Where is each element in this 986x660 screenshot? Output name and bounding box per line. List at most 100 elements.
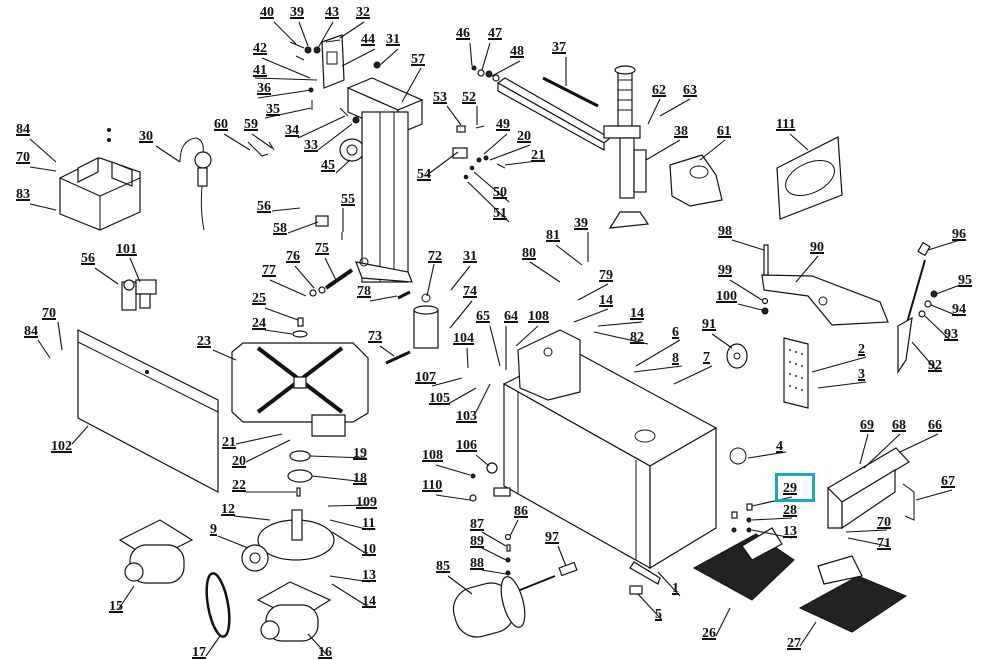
callout-part-69[interactable]: 69: [860, 418, 874, 433]
callout-part-100[interactable]: 100: [716, 289, 737, 304]
callout-part-42[interactable]: 42: [253, 41, 267, 56]
callout-part-13[interactable]: 13: [783, 524, 797, 539]
callout-part-20[interactable]: 20: [232, 454, 246, 469]
callout-part-1[interactable]: 1: [672, 581, 679, 596]
callout-part-106[interactable]: 106: [456, 438, 477, 453]
callout-part-107[interactable]: 107: [415, 370, 436, 385]
callout-part-80[interactable]: 80: [522, 246, 536, 261]
callout-part-32[interactable]: 32: [356, 5, 370, 20]
callout-part-62[interactable]: 62: [652, 83, 666, 98]
callout-part-43[interactable]: 43: [325, 5, 339, 20]
callout-part-111[interactable]: 111: [776, 117, 796, 132]
callout-part-29[interactable]: 29: [783, 481, 797, 496]
callout-part-108[interactable]: 108: [422, 448, 443, 463]
callout-part-9[interactable]: 9: [210, 522, 217, 537]
callout-part-70[interactable]: 70: [877, 515, 891, 530]
callout-part-21[interactable]: 21: [531, 148, 545, 163]
callout-part-109[interactable]: 109: [356, 495, 377, 510]
callout-part-82[interactable]: 82: [630, 330, 644, 345]
callout-part-6[interactable]: 6: [672, 325, 679, 340]
callout-part-53[interactable]: 53: [433, 90, 447, 105]
callout-part-66[interactable]: 66: [928, 418, 942, 433]
callout-part-28[interactable]: 28: [783, 503, 797, 518]
callout-part-50[interactable]: 50: [493, 185, 507, 200]
callout-part-22[interactable]: 22: [232, 478, 246, 493]
callout-part-78[interactable]: 78: [357, 284, 371, 299]
callout-part-10[interactable]: 10: [362, 542, 376, 557]
callout-part-49[interactable]: 49: [496, 117, 510, 132]
callout-part-13[interactable]: 13: [362, 568, 376, 583]
callout-part-76[interactable]: 76: [286, 249, 300, 264]
callout-part-58[interactable]: 58: [273, 221, 287, 236]
callout-part-90[interactable]: 90: [810, 240, 824, 255]
callout-part-89[interactable]: 89: [470, 534, 484, 549]
callout-part-24[interactable]: 24: [252, 316, 266, 331]
callout-part-84[interactable]: 84: [16, 122, 30, 137]
callout-part-75[interactable]: 75: [315, 241, 329, 256]
callout-part-77[interactable]: 77: [262, 263, 276, 278]
callout-part-27[interactable]: 27: [787, 636, 801, 651]
callout-part-39[interactable]: 39: [290, 5, 304, 20]
callout-part-65[interactable]: 65: [476, 309, 490, 324]
callout-part-2[interactable]: 2: [858, 342, 865, 357]
callout-part-15[interactable]: 15: [109, 599, 123, 614]
callout-part-83[interactable]: 83: [16, 187, 30, 202]
callout-part-19[interactable]: 19: [353, 446, 367, 461]
callout-part-21[interactable]: 21: [222, 435, 236, 450]
callout-part-103[interactable]: 103: [456, 409, 477, 424]
callout-part-35[interactable]: 35: [266, 102, 280, 117]
callout-part-94[interactable]: 94: [952, 302, 966, 317]
callout-part-105[interactable]: 105: [429, 391, 450, 406]
callout-part-101[interactable]: 101: [116, 242, 137, 257]
callout-part-48[interactable]: 48: [510, 44, 524, 59]
callout-part-7[interactable]: 7: [703, 350, 710, 365]
callout-part-95[interactable]: 95: [958, 273, 972, 288]
callout-part-38[interactable]: 38: [674, 124, 688, 139]
callout-part-39[interactable]: 39: [574, 216, 588, 231]
callout-part-23[interactable]: 23: [197, 334, 211, 349]
callout-part-54[interactable]: 54: [417, 167, 431, 182]
callout-part-47[interactable]: 47: [488, 26, 502, 41]
callout-part-46[interactable]: 46: [456, 26, 470, 41]
callout-part-14[interactable]: 14: [599, 293, 613, 308]
callout-part-14[interactable]: 14: [362, 594, 376, 609]
callout-part-5[interactable]: 5: [655, 607, 662, 622]
callout-part-60[interactable]: 60: [214, 117, 228, 132]
callout-part-74[interactable]: 74: [463, 284, 477, 299]
callout-part-96[interactable]: 96: [952, 227, 966, 242]
callout-part-57[interactable]: 57: [411, 52, 425, 67]
callout-part-99[interactable]: 99: [718, 263, 732, 278]
callout-part-88[interactable]: 88: [470, 556, 484, 571]
callout-part-81[interactable]: 81: [546, 228, 560, 243]
callout-part-26[interactable]: 26: [702, 626, 716, 641]
callout-part-87[interactable]: 87: [470, 517, 484, 532]
callout-part-63[interactable]: 63: [683, 83, 697, 98]
callout-part-79[interactable]: 79: [599, 268, 613, 283]
callout-part-61[interactable]: 61: [717, 124, 731, 139]
callout-part-92[interactable]: 92: [928, 358, 942, 373]
callout-part-85[interactable]: 85: [436, 559, 450, 574]
callout-part-52[interactable]: 52: [462, 90, 476, 105]
callout-part-31[interactable]: 31: [386, 32, 400, 47]
callout-part-31[interactable]: 31: [463, 249, 477, 264]
callout-part-51[interactable]: 51: [493, 206, 507, 221]
callout-part-20[interactable]: 20: [517, 129, 531, 144]
callout-part-33[interactable]: 33: [304, 138, 318, 153]
callout-part-102[interactable]: 102: [51, 439, 72, 454]
callout-part-73[interactable]: 73: [368, 329, 382, 344]
callout-part-30[interactable]: 30: [139, 129, 153, 144]
callout-part-14[interactable]: 14: [630, 306, 644, 321]
callout-part-70[interactable]: 70: [42, 306, 56, 321]
callout-part-104[interactable]: 104: [453, 331, 474, 346]
callout-part-72[interactable]: 72: [428, 249, 442, 264]
callout-part-98[interactable]: 98: [718, 224, 732, 239]
callout-part-91[interactable]: 91: [702, 317, 716, 332]
callout-part-64[interactable]: 64: [504, 309, 518, 324]
callout-part-70[interactable]: 70: [16, 150, 30, 165]
callout-part-17[interactable]: 17: [192, 645, 206, 660]
callout-part-71[interactable]: 71: [877, 536, 891, 551]
callout-part-68[interactable]: 68: [892, 418, 906, 433]
callout-part-44[interactable]: 44: [361, 32, 375, 47]
callout-part-8[interactable]: 8: [672, 351, 679, 366]
callout-part-56[interactable]: 56: [257, 199, 271, 214]
